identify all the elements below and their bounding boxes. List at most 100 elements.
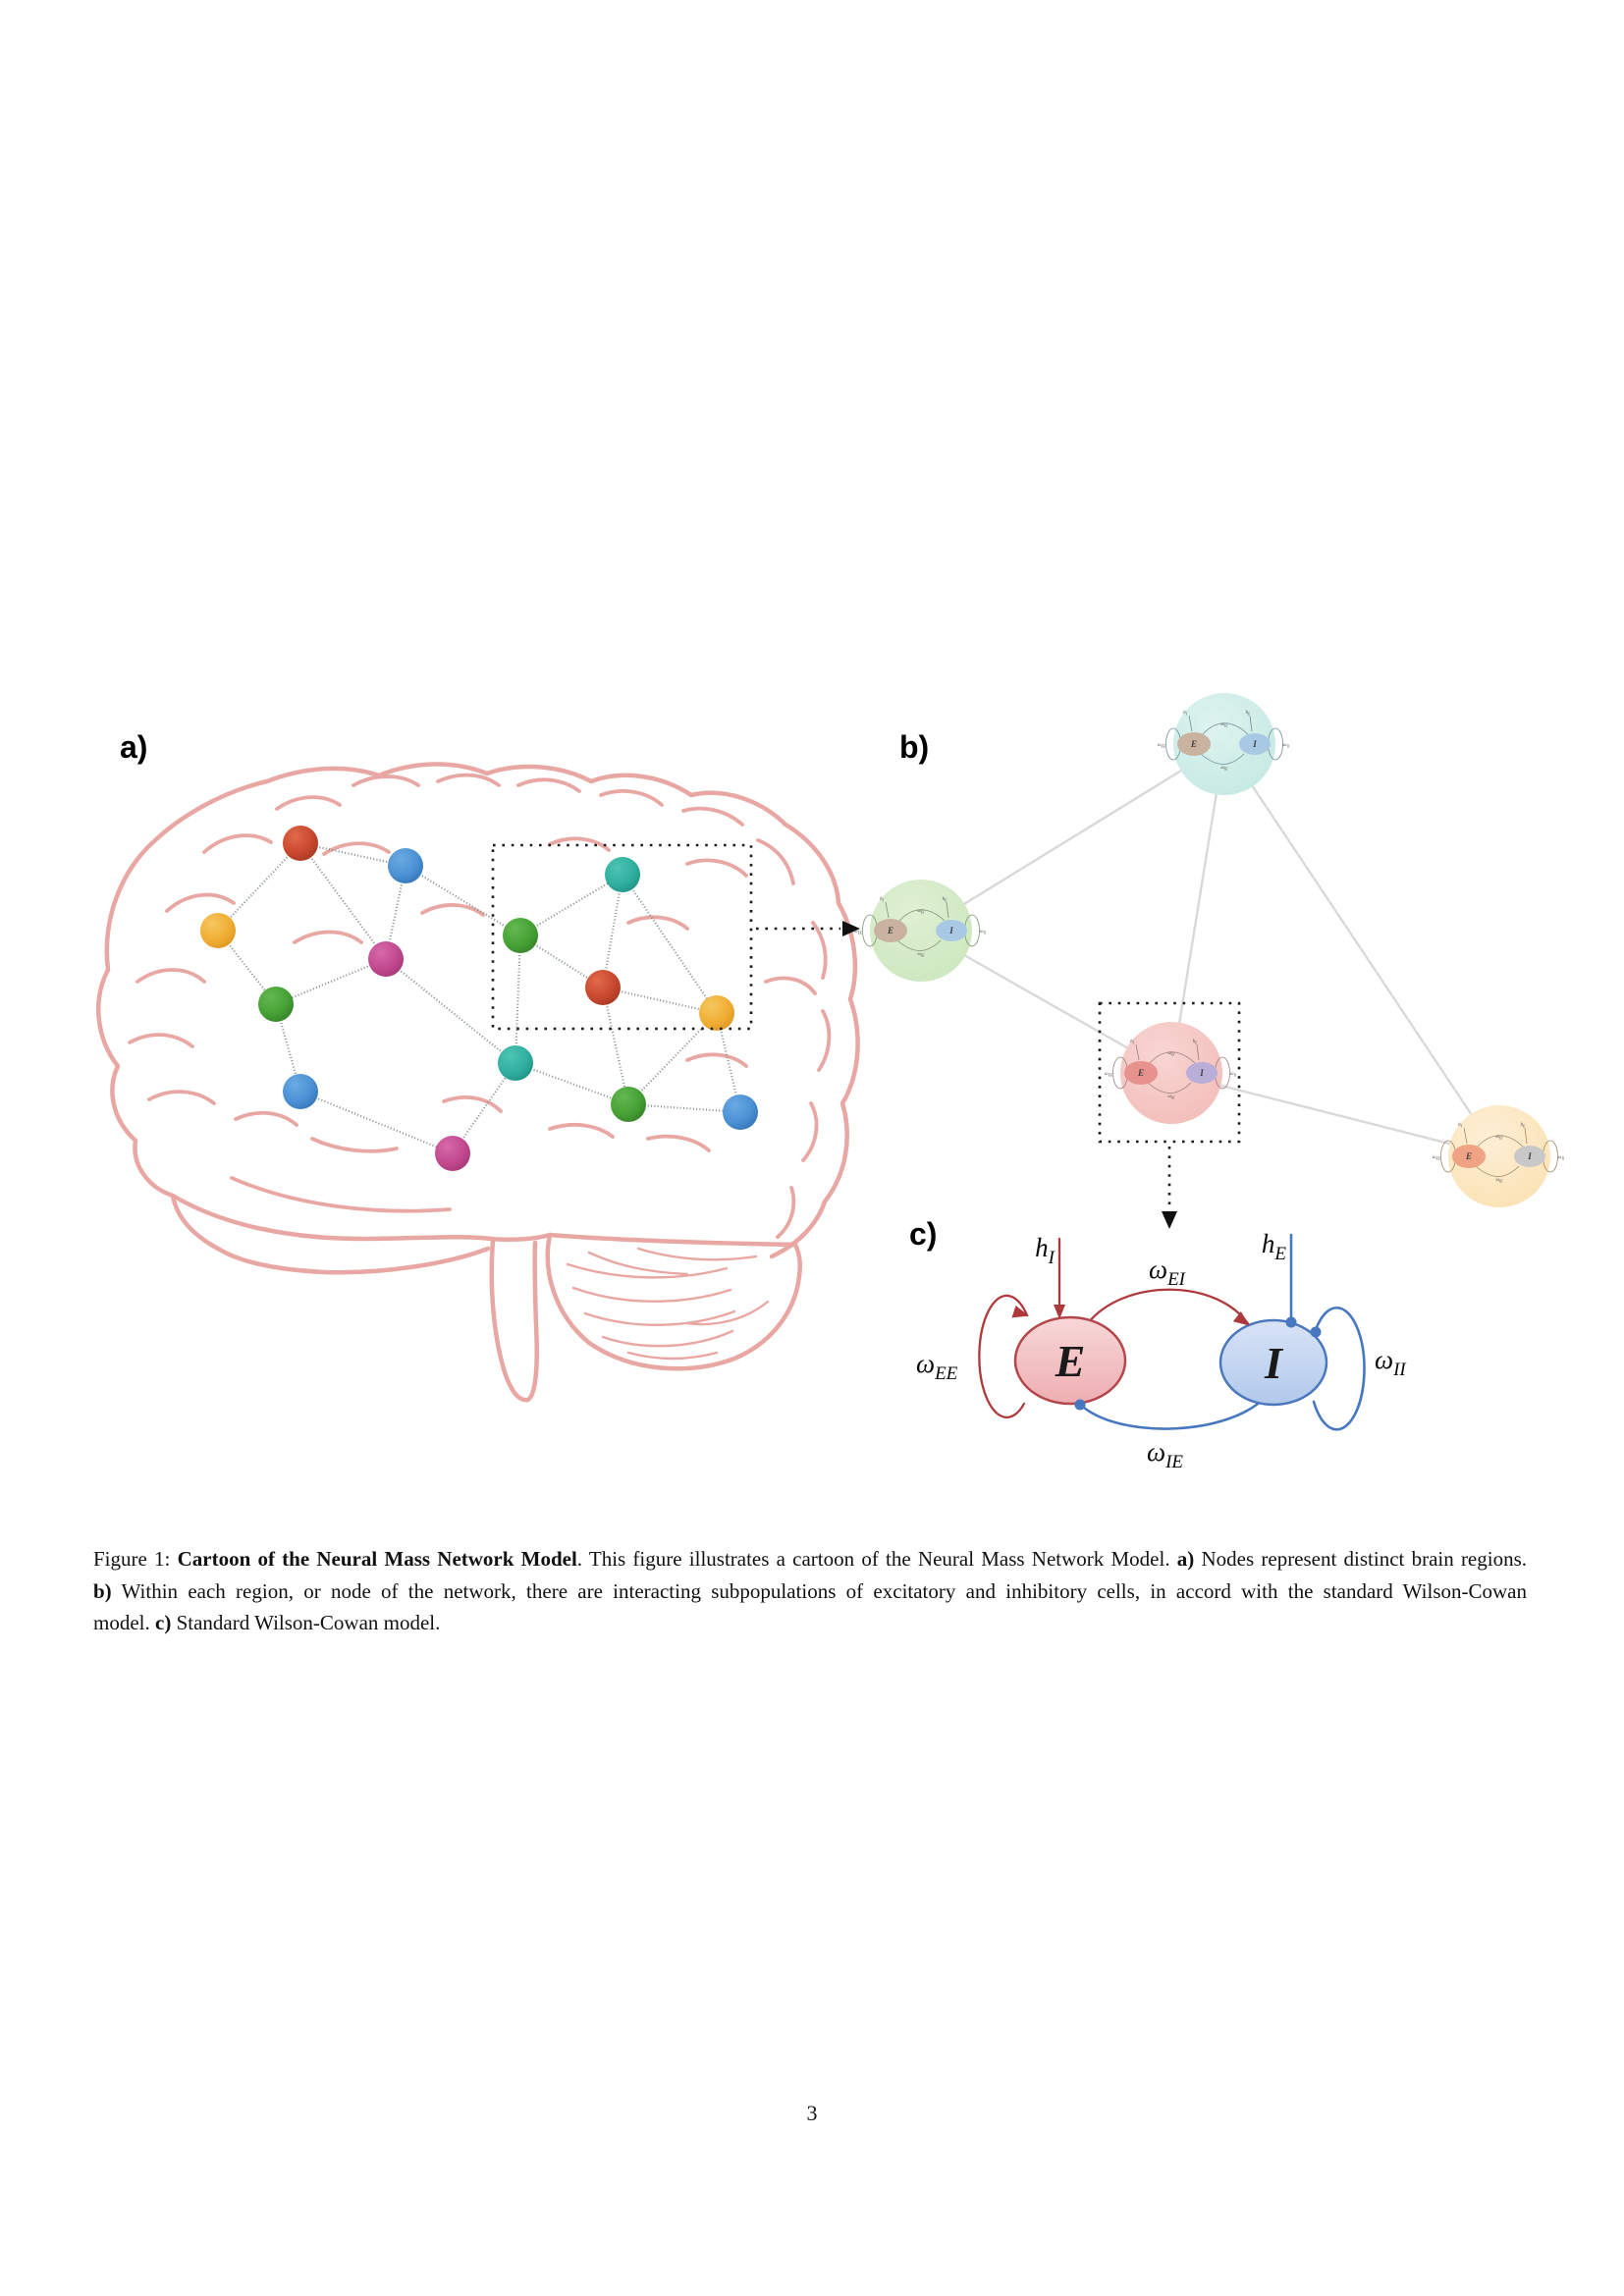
h-i-label: hI: [1035, 1233, 1056, 1268]
figure-caption-line-1: Figure 1: Cartoon of the Neural Mass Net…: [93, 1543, 1527, 1575]
h-e-label: hE: [1262, 1229, 1287, 1264]
svg-text:ωIE: ωIE: [1168, 1095, 1176, 1100]
brain-region-node-green-2: [503, 918, 538, 953]
svg-text:I: I: [1252, 739, 1257, 749]
omega-ii-label: ωII: [1375, 1345, 1407, 1380]
svg-text:ωII: ωII: [980, 930, 987, 935]
omega-ie-synapse-dot: [1074, 1399, 1086, 1411]
figure-caption-line-2: b) Within each region, or node of the ne…: [93, 1575, 1527, 1608]
svg-text:E: E: [1465, 1151, 1472, 1161]
caption-text-segment: Within each region, or node of the netwo…: [111, 1578, 1527, 1603]
svg-text:ωIE: ωIE: [1221, 766, 1229, 772]
omega-ee-arrowhead: [1011, 1305, 1029, 1318]
omega-ie-label: ωIE: [1147, 1437, 1183, 1472]
i-population-letter: I: [1264, 1338, 1284, 1388]
caption-text-segment: Standard Wilson-Cowan model.: [171, 1611, 441, 1634]
svg-text:ωII: ωII: [1230, 1072, 1237, 1078]
omega-ie-line: [1082, 1396, 1267, 1430]
zoom-arrow-b-to-c: [1162, 1147, 1177, 1229]
inhibitory-population-ellipse: [1218, 1318, 1328, 1407]
panel-b-label: b): [899, 729, 929, 765]
brain-region-node-teal-1: [605, 857, 640, 892]
svg-text:I: I: [1527, 1151, 1532, 1161]
brain-region-node-yellow-2: [699, 995, 734, 1031]
svg-text:ωII: ωII: [1558, 1155, 1565, 1161]
svg-text:E: E: [1190, 739, 1197, 749]
caption-text-segment: model.: [93, 1611, 155, 1634]
caption-text-segment: Nodes represent distinct brain regions.: [1194, 1547, 1528, 1571]
svg-text:hI: hI: [1458, 1123, 1463, 1129]
network-edge: [514, 1062, 629, 1105]
svg-text:hI: hI: [880, 897, 885, 903]
omega-ii-self-loop: [1312, 1306, 1366, 1431]
zoom-arrow-a-to-b: [756, 921, 860, 936]
network-edge: [217, 842, 301, 932]
brain-region-node-teal-2: [498, 1045, 533, 1081]
caption-text-segment: . This figure illustrates a cartoon of t…: [576, 1547, 1177, 1571]
svg-text:ωEE: ωEE: [854, 930, 863, 935]
brain-region-node-blue-3: [283, 1074, 318, 1109]
omega-ee-self-loop: [978, 1294, 1029, 1418]
svg-text:ωEI: ωEI: [1221, 722, 1229, 728]
svg-text:hI: hI: [1130, 1040, 1135, 1045]
network-edge: [299, 842, 387, 960]
caption-text-segment: Cartoon of the Neural Mass Network Model: [177, 1547, 577, 1571]
panel-c-wilson-cowan-diagram: c) E I hI hE ωEI ωIE ωEE ωII: [909, 1216, 1407, 1472]
network-edge: [602, 986, 718, 1015]
brain-region-node-blue-2: [723, 1095, 758, 1130]
network-edge: [385, 958, 516, 1064]
brain-region-node-blue-1: [388, 848, 423, 883]
mini-wilson-cowan: hI hE ωEI ωIE ωEE ωII E I: [1105, 1040, 1237, 1100]
omega-ee-label: ωEE: [916, 1349, 958, 1384]
svg-text:hI: hI: [1183, 711, 1188, 717]
panel-a-brain-illustration: a): [96, 729, 860, 1403]
caption-text-segment: Figure 1:: [93, 1547, 178, 1571]
panel-c-label: c): [909, 1216, 937, 1252]
figure-caption-line-3: model. c) Standard Wilson-Cowan model.: [93, 1607, 1527, 1639]
panel-b-network: b) hI hE ωEI ωIE ωEE ωII E IhI hE ωEI ωIE ωEE ωII E Ih…: [854, 693, 1565, 1229]
svg-text:ωEI: ωEI: [1496, 1135, 1504, 1141]
omega-ii-synapse-dot: [1310, 1326, 1322, 1338]
panel-a-label: a): [120, 729, 147, 765]
svg-text:hE: hE: [1246, 711, 1252, 717]
network-edge: [920, 742, 1225, 933]
h-i-arrowhead: [1054, 1305, 1065, 1319]
caption-text-segment: a): [1176, 1547, 1195, 1571]
cerebellum-hatch-art: [566, 1247, 770, 1361]
brain-outline-art: [96, 762, 860, 1403]
svg-text:E: E: [1137, 1068, 1144, 1078]
svg-text:ωII: ωII: [1283, 743, 1290, 749]
omega-ei-label: ωEI: [1149, 1255, 1187, 1290]
brain-region-node-red-2: [585, 970, 621, 1005]
network-edge: [1223, 743, 1500, 1157]
brain-region-node-green-1: [258, 987, 294, 1022]
svg-text:E: E: [887, 926, 893, 935]
network-edge: [622, 874, 718, 1014]
page-number: 3: [806, 2101, 818, 2125]
svg-text:hE: hE: [1521, 1123, 1527, 1129]
svg-text:ωEI: ωEI: [1168, 1051, 1176, 1057]
svg-text:ωEE: ωEE: [1105, 1072, 1113, 1078]
svg-text:I: I: [1199, 1068, 1204, 1078]
brain-region-node-red-1: [283, 826, 318, 861]
network-edge: [452, 1062, 516, 1154]
network-edge: [405, 865, 521, 936]
brain-region-node-yellow-1: [200, 913, 236, 948]
excitatory-population-ellipse: [1013, 1315, 1127, 1406]
network-edge: [519, 874, 623, 936]
panel-b-network-nodes: hI hE ωEI ωIE ωEE ωII E IhI hE ωEI ωIE ωEE ωII E IhI hE…: [854, 693, 1565, 1207]
figure-caption: Figure 1: Cartoon of the Neural Mass Net…: [93, 1543, 1527, 1639]
svg-text:ωIE: ωIE: [918, 952, 926, 958]
svg-text:hE: hE: [1193, 1040, 1199, 1045]
omega-ei-arrowhead: [1232, 1311, 1250, 1326]
h-e-synapse-dot: [1285, 1316, 1297, 1328]
caption-text-segment: b): [93, 1578, 112, 1603]
network-edge: [601, 987, 630, 1105]
brain-gyri-art: [128, 773, 832, 1239]
brain-region-node-magenta-1: [368, 941, 404, 977]
svg-text:ωEI: ωEI: [918, 909, 926, 915]
